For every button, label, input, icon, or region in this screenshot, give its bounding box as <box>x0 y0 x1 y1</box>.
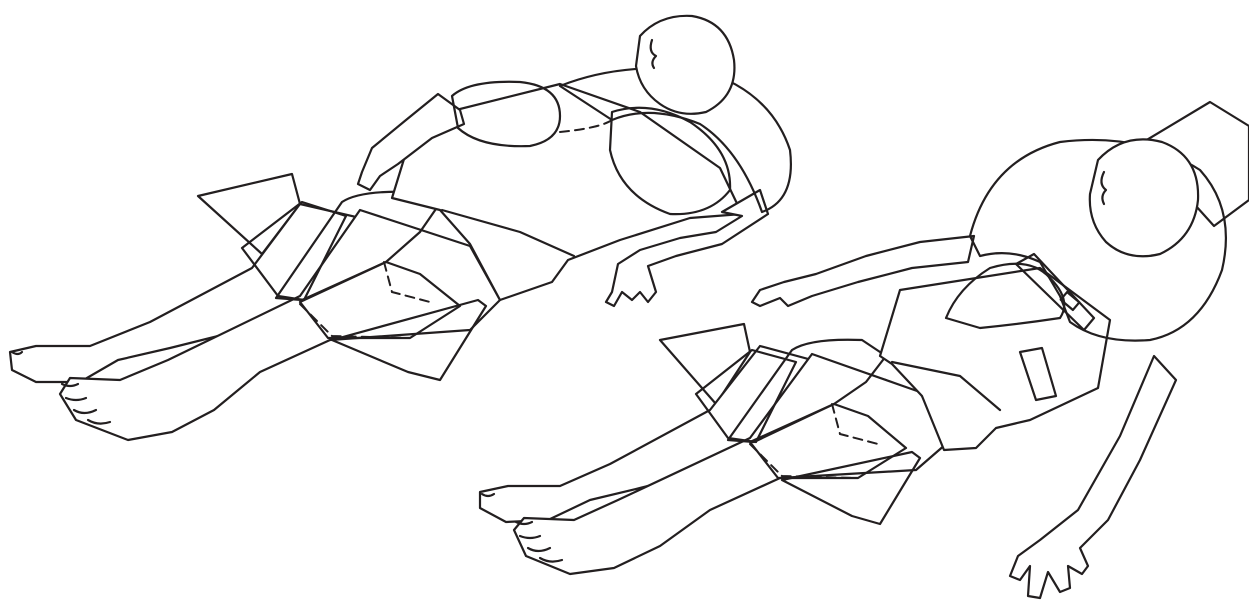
right-figure-head <box>1090 139 1198 256</box>
figure-left <box>10 16 791 440</box>
left-figure-head <box>636 16 734 114</box>
